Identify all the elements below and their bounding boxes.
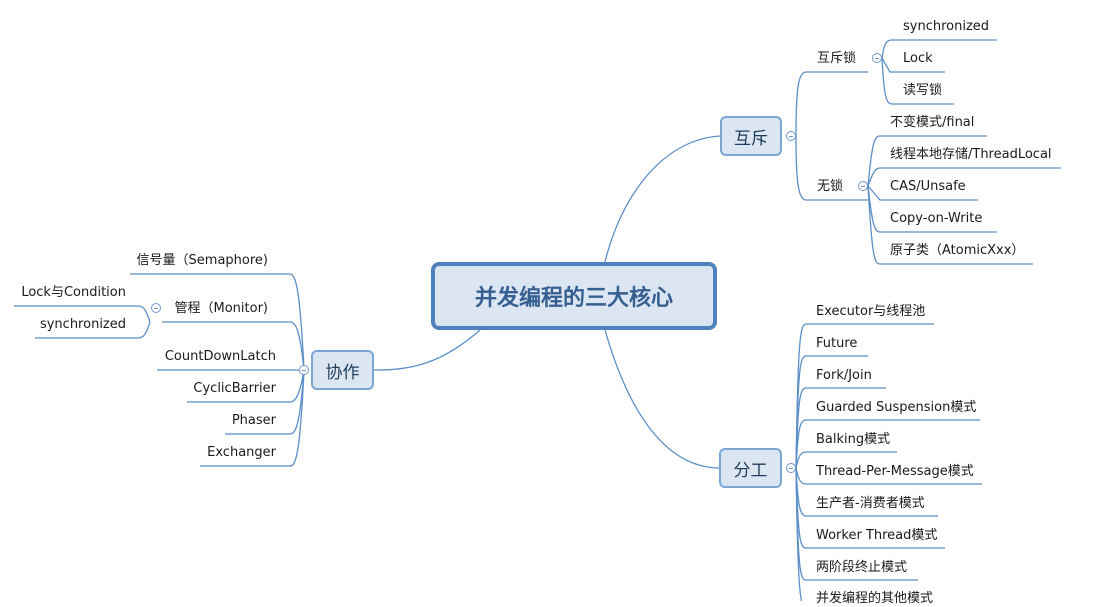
leaf-lockfree-4[interactable]: Copy-on-Write xyxy=(890,211,983,226)
leaf-coop-phaser[interactable]: Phaser xyxy=(231,413,276,428)
leaf-lockfree-2[interactable]: 线程本地存储/ThreadLocal xyxy=(890,147,1052,162)
leaf-division-10[interactable]: 并发编程的其他模式 xyxy=(816,591,934,606)
leaf-division-3[interactable]: Fork/Join xyxy=(816,368,872,383)
leaf-division-8[interactable]: Worker Thread模式 xyxy=(816,528,938,543)
node-coop-monitor[interactable]: 管程（Monitor) xyxy=(174,301,269,316)
leaf-monitor-1[interactable]: Lock与Condition xyxy=(21,285,126,300)
leaf-coop-semaphore[interactable]: 信号量（Semaphore) xyxy=(136,253,268,268)
leaf-division-6[interactable]: Thread-Per-Message模式 xyxy=(816,464,974,479)
branch-division-label: 分工 xyxy=(733,460,768,481)
leaf-coop-cyclicbarrier[interactable]: CyclicBarrier xyxy=(193,381,276,396)
node-locked[interactable]: 互斥锁 xyxy=(817,51,857,66)
leaf-locked-2[interactable]: Lock xyxy=(903,51,933,66)
leaf-monitor-2[interactable]: synchronized xyxy=(39,317,126,332)
leaf-lockfree-1[interactable]: 不变模式/final xyxy=(890,115,975,130)
node-lockfree[interactable]: 无锁 xyxy=(817,179,844,194)
branch-cooperation-label: 协作 xyxy=(325,362,360,383)
leaf-division-1[interactable]: Executor与线程池 xyxy=(816,304,926,319)
branch-division[interactable]: 分工 xyxy=(719,448,782,488)
collapse-toggle-monitor-icon[interactable] xyxy=(151,303,161,313)
leaf-locked-3[interactable]: 读写锁 xyxy=(903,83,943,98)
branch-cooperation[interactable]: 协作 xyxy=(311,350,374,390)
leaf-division-4[interactable]: Guarded Suspension模式 xyxy=(816,400,977,415)
leaf-division-2[interactable]: Future xyxy=(816,336,858,351)
connector-center-division xyxy=(604,329,721,469)
leaf-division-5[interactable]: Balking模式 xyxy=(816,432,891,447)
leaf-coop-exchanger[interactable]: Exchanger xyxy=(207,445,276,460)
connector-coop-monitor xyxy=(162,321,305,371)
connector-mutex-locked xyxy=(795,71,868,137)
leaf-division-9[interactable]: 两阶段终止模式 xyxy=(816,560,908,575)
leaf-locked-1[interactable]: synchronized xyxy=(903,19,990,34)
central-topic[interactable]: 并发编程的三大核心 xyxy=(431,262,717,330)
connector-center-cooperation xyxy=(373,329,481,371)
leaf-lockfree-3[interactable]: CAS/Unsafe xyxy=(890,179,966,194)
central-topic-label: 并发编程的三大核心 xyxy=(474,286,673,311)
collapse-toggle-locked-icon[interactable] xyxy=(872,53,882,63)
leaf-lockfree-5[interactable]: 原子类（AtomicXxx） xyxy=(890,243,1025,258)
branch-mutex-label: 互斥 xyxy=(734,128,768,149)
collapse-toggle-mutex-icon[interactable] xyxy=(786,131,796,141)
collapse-toggle-division-icon[interactable] xyxy=(786,463,796,473)
connector-mutex-lockfree xyxy=(795,135,868,201)
leaf-division-7[interactable]: 生产者-消费者模式 xyxy=(816,496,925,511)
branch-mutex[interactable]: 互斥 xyxy=(720,116,782,156)
connector-center-mutex xyxy=(604,135,721,263)
leaf-coop-countdownlatch[interactable]: CountDownLatch xyxy=(164,349,276,364)
collapse-toggle-lockfree-icon[interactable] xyxy=(858,181,868,191)
collapse-toggle-cooperation-icon[interactable] xyxy=(299,365,309,375)
